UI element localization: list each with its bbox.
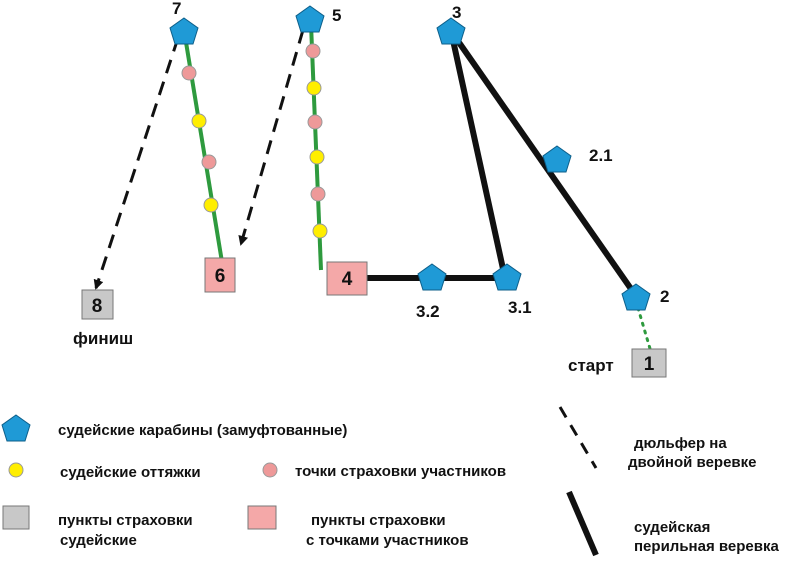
participant-point <box>181 65 197 81</box>
label-2-1: 2.1 <box>589 146 613 165</box>
participant-point <box>305 43 321 59</box>
rappel-7-8 <box>93 37 180 290</box>
participant-point <box>307 114 323 130</box>
carabiner-2 <box>621 283 651 311</box>
station-4-label: 4 <box>342 269 353 290</box>
deviation-point <box>312 223 328 239</box>
rope-lines <box>93 23 653 354</box>
carabiner-7 <box>169 17 199 45</box>
legend-rappel-text-2: двойной веревке <box>628 454 756 471</box>
legend-carabiners-text: судейские карабины (замуфтованные) <box>58 422 347 439</box>
legend-participant-belay-icon <box>247 505 277 530</box>
legend-participant-belay-text-1: пункты страховки <box>311 512 446 529</box>
belay-stations: 4 6 8 1 <box>81 257 667 378</box>
carabiner-2-1 <box>542 145 572 173</box>
legend-point-icon <box>262 462 278 478</box>
legend-rappel-text-1: дюльфер на <box>634 435 727 452</box>
legend-participant-belay-text-2: с точками участников <box>306 532 469 549</box>
station-6-label: 6 <box>215 266 226 287</box>
label-3: 3 <box>452 3 461 22</box>
carabiner-5 <box>295 5 325 33</box>
station-8-label: 8 <box>92 296 103 317</box>
legend-judge-belay-text-1: пункты страховки <box>58 512 193 529</box>
rope-points <box>181 43 328 239</box>
green-rope-7-6 <box>182 29 224 263</box>
legend-judge-belay-text-2: судейские <box>60 532 137 549</box>
label-5: 5 <box>332 6 341 25</box>
label-3-1: 3.1 <box>508 298 532 317</box>
carabiners <box>169 5 651 311</box>
legend-judge-belay-icon <box>2 505 30 530</box>
label-finish: финиш <box>73 329 133 348</box>
node-labels: 7 5 3 2.1 2 3.1 3.2 старт финиш <box>73 0 669 375</box>
legend-rappel-icon <box>558 406 598 469</box>
legend-fixed-rope-text-1: судейская <box>634 519 710 536</box>
legend-fixed-rope-icon <box>566 490 599 557</box>
fixed-rope-2-3 <box>448 29 639 298</box>
label-3-2: 3.2 <box>416 302 440 321</box>
deviation-point <box>309 149 325 165</box>
legend-points-text: точки страховки участников <box>295 463 506 480</box>
station-6-box <box>204 257 236 293</box>
rappel-5-6 <box>238 29 305 246</box>
station-4-box <box>326 261 368 296</box>
fixed-rope-3-3-1 <box>448 30 508 279</box>
legend-carabiner-icon <box>1 414 31 442</box>
label-7: 7 <box>172 0 181 18</box>
legend-deviation-icon <box>8 462 24 478</box>
participant-point <box>310 186 326 202</box>
station-1-label: 1 <box>644 354 655 375</box>
station-8-box <box>81 289 114 320</box>
carabiner-3-1 <box>492 263 522 291</box>
legend-fixed-rope-text-2: перильная веревка <box>634 538 779 555</box>
carabiner-3-2 <box>417 263 447 291</box>
label-start: старт <box>568 356 614 375</box>
participant-point <box>201 154 217 170</box>
approach-dotted-line <box>636 306 653 354</box>
legend: судейские карабины (замуфтованные) судей… <box>1 406 779 557</box>
deviation-point <box>203 197 219 213</box>
station-1-box <box>631 348 667 378</box>
legend-deviations-text: судейские оттяжки <box>60 464 201 481</box>
deviation-point <box>306 80 322 96</box>
label-2: 2 <box>660 287 669 306</box>
carabiner-3 <box>436 17 466 45</box>
deviation-point <box>191 113 207 129</box>
